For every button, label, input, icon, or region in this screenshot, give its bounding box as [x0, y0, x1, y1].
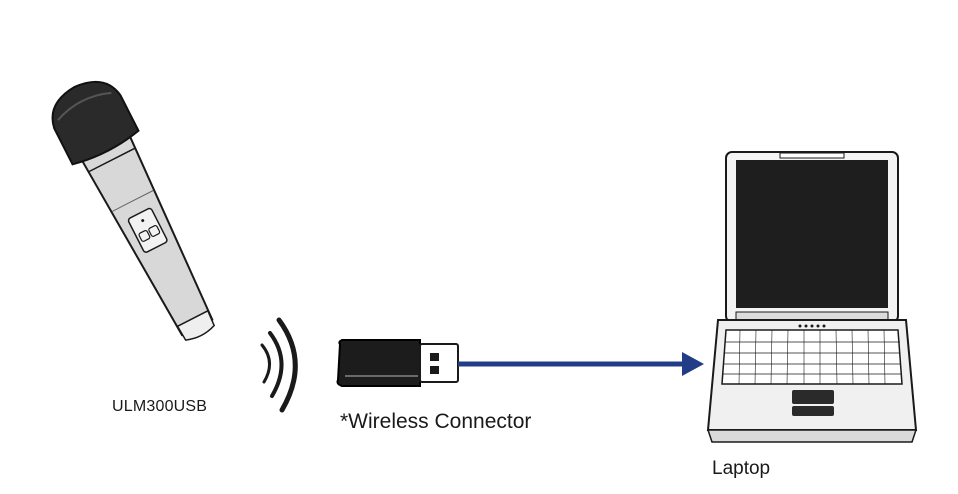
laptop-icon — [706, 151, 918, 443]
usb-dongle-icon — [336, 339, 459, 387]
connection-arrow-icon — [458, 352, 704, 376]
microphone-label: ULM300USB — [112, 398, 208, 415]
wireless-connector-label: *Wireless Connector — [340, 410, 532, 433]
microphone-icon — [51, 80, 216, 341]
laptop-label: Laptop — [712, 458, 771, 479]
wireless-signal-icon — [260, 317, 298, 413]
